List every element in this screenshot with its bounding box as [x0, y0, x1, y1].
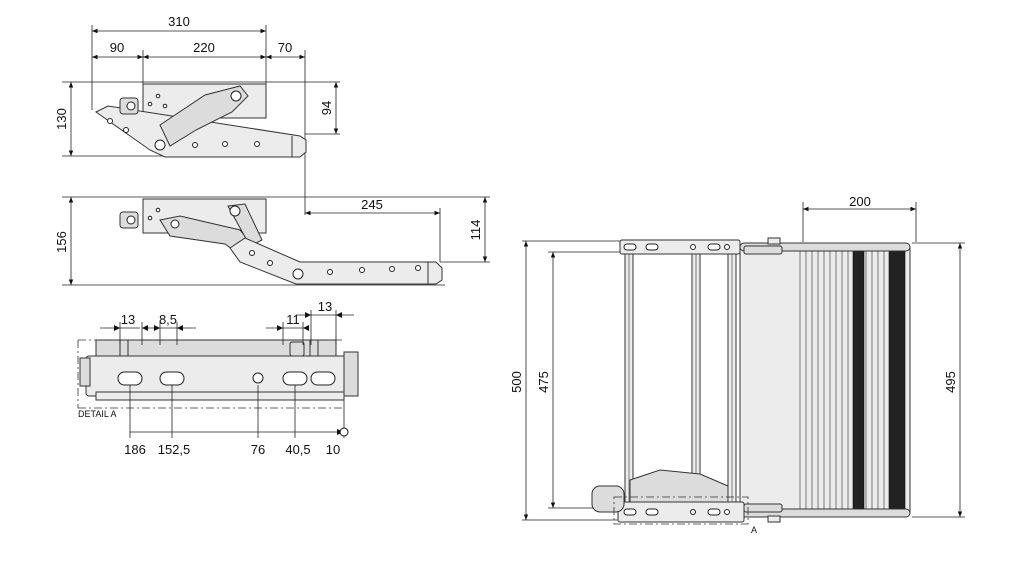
detail-dim-13-right: 13: [318, 299, 332, 314]
plan-dim-500: 500: [509, 371, 524, 393]
detail-dim-186: 186: [124, 442, 146, 457]
section-a-label: A: [751, 525, 757, 535]
dim-156: 156: [54, 231, 69, 253]
detail-dim-152-5: 152,5: [158, 442, 191, 457]
detail-a-label: DETAIL A: [78, 409, 117, 419]
plan-dim-495: 495: [943, 371, 958, 393]
detail-dim-40-5: 40,5: [285, 442, 310, 457]
dim-90: 90: [110, 40, 124, 55]
dim-94: 94: [319, 101, 334, 115]
plan-view: 200 500 475 495: [509, 194, 965, 535]
plan-dim-475: 475: [536, 371, 551, 393]
dim-70: 70: [278, 40, 292, 55]
detail-dim-76: 76: [251, 442, 265, 457]
detail-dim-13-left: 13: [121, 312, 135, 327]
dim-130: 130: [54, 108, 69, 130]
detail-dim-8-5: 8,5: [159, 312, 177, 327]
side-view-extended: 245 156 114: [54, 196, 490, 286]
plan-dim-200: 200: [849, 194, 871, 209]
side-view-retracted: 310 90 220 70 130 94: [54, 14, 340, 215]
detail-dim-11: 11: [286, 312, 300, 327]
dim-220: 220: [193, 40, 215, 55]
dim-114: 114: [468, 220, 483, 241]
detail-dim-10: 10: [326, 442, 340, 457]
detail-a-view: 13 8,5 11 13 186 152,5 76 40,5 10 DETAIL…: [77, 299, 359, 457]
dim-310: 310: [168, 14, 190, 29]
dim-245: 245: [361, 197, 383, 212]
